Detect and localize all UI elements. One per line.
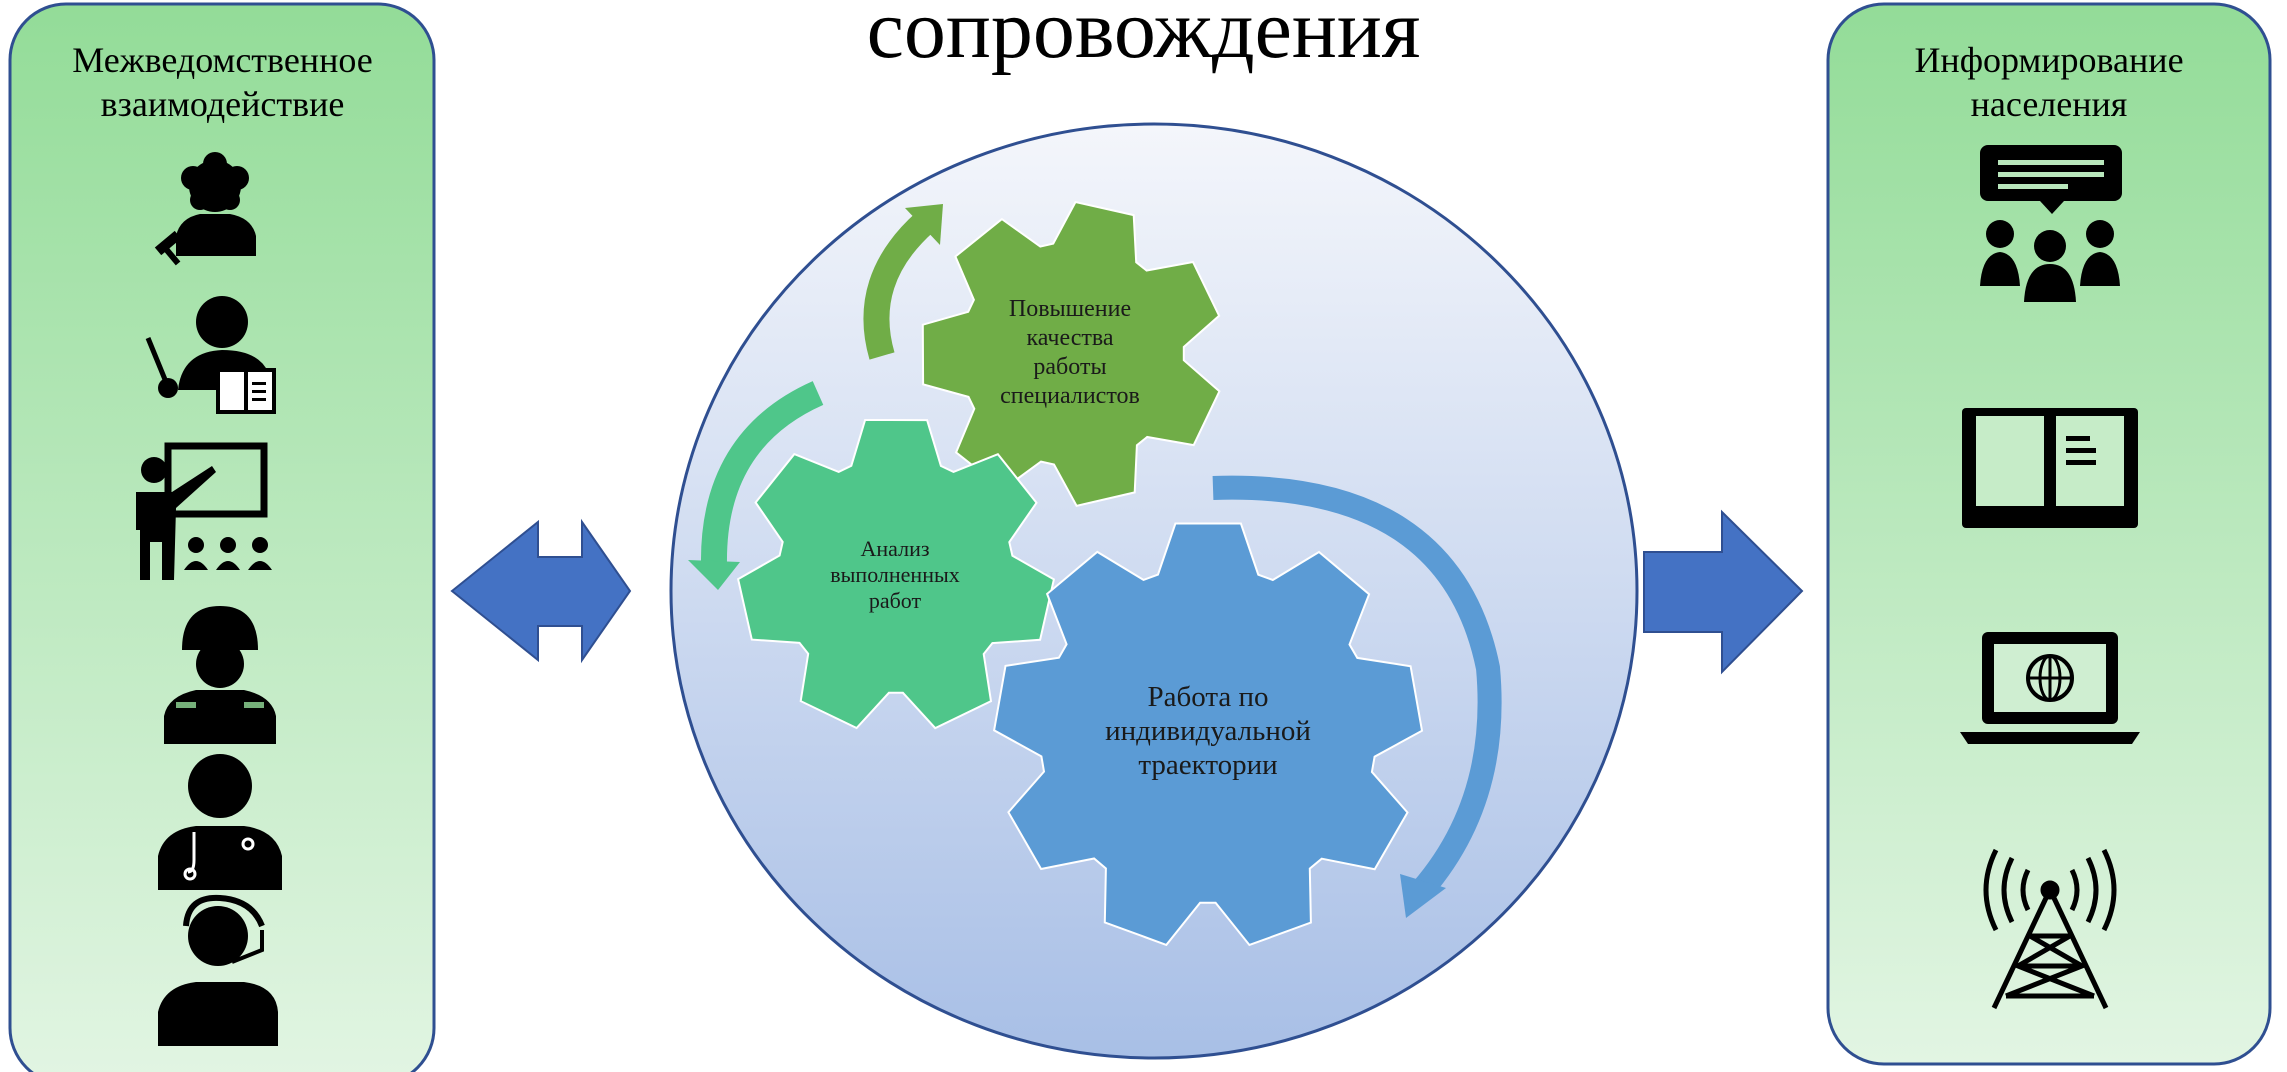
right-panel-title-line1: Информирование (1914, 40, 2184, 80)
open-book-icon (1962, 408, 2138, 528)
doctor-icon (158, 754, 282, 890)
laptop-globe-icon (1960, 632, 2140, 744)
gear-trajectory-line2: индивидуальной (1105, 715, 1311, 747)
left-panel (8, 2, 436, 1072)
curved-arrow-green (863, 204, 943, 360)
gear-trajectory-line1: Работа по (1147, 681, 1269, 713)
operator-headset-icon (158, 894, 278, 1046)
radio-tower-icon (1983, 848, 2117, 1010)
gear-analysis-line2: выполненных (830, 562, 960, 587)
gear-quality-line2: качества (1026, 325, 1114, 351)
gear-quality-line4: специалистов (1000, 383, 1140, 409)
gear-analysis-line3: работ (868, 588, 922, 613)
curved-arrow-blue (1212, 475, 1502, 918)
right-panel-title-line2: населения (1970, 84, 2128, 124)
left-panel-title-line1: Межведомственное (72, 40, 373, 80)
gear-quality (921, 200, 1221, 508)
right-panel-title: Информирование населения (1848, 38, 2250, 126)
right-panel (1826, 2, 2272, 1066)
gear-trajectory-shape (992, 522, 1424, 947)
double-arrow (450, 518, 632, 664)
gear-quality-label: Повышение качества работы специалистов (960, 295, 1180, 411)
right-arrow (1643, 509, 1804, 675)
gear-trajectory-label: Работа по индивидуальной траектории (1068, 680, 1348, 782)
gear-analysis (736, 418, 1056, 730)
lecturer-at-board-icon (136, 442, 272, 580)
gear-trajectory-line3: траектории (1138, 749, 1278, 781)
left-panel-title-line2: взаимодействие (100, 84, 345, 124)
gear-quality-line3: работы (1033, 354, 1107, 380)
diagram-title: сопровождения (866, 0, 1421, 76)
gear-trajectory (992, 522, 1424, 947)
gear-analysis-label: Анализ выполненных работ (790, 536, 1000, 614)
gear-quality-shape (921, 200, 1221, 508)
soldier-icon (164, 606, 276, 744)
gear-analysis-line1: Анализ (860, 536, 930, 561)
curved-arrow-teal (688, 381, 824, 590)
judge-icon (154, 152, 256, 266)
audience-chat-icon (1980, 145, 2122, 302)
gear-quality-line1: Повышение (1008, 296, 1132, 322)
gear-analysis-shape (736, 418, 1056, 730)
teacher-with-book-icon (145, 296, 276, 414)
left-panel-title: Межведомственное взаимодействие (30, 38, 415, 126)
